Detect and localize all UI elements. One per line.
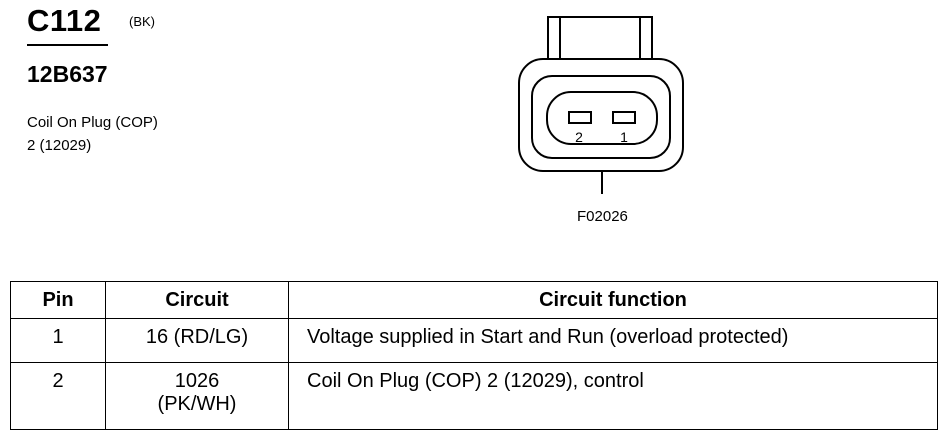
connector-id-underline [27,44,108,46]
connector-face-diagram: 2 1 [518,16,684,194]
connector-color-code: (BK) [129,14,155,29]
connector-id: C112 [27,3,102,38]
connector-description-line1: Coil On Plug (COP) [27,114,158,131]
part-number: 12B637 [27,61,108,87]
circuit-line1: 1026 [174,370,220,392]
circuit-line1: 16 (RD/LG) [145,326,249,348]
connector-housing-inner [531,75,671,159]
header-circuit: Circuit [105,281,289,319]
terminal-pin-2 [568,111,592,124]
connector-description-line2: 2 (12029) [27,137,92,154]
header-pin: Pin [10,281,106,319]
circuit-function-cell: Coil On Plug (COP) 2 (12029), control [288,362,938,430]
pin-table: Pin Circuit Circuit function 1 16 (RD/LG… [10,281,938,430]
pin-label-1: 1 [620,129,628,145]
table-row: 2 1026 (PK/WH) Coil On Plug (COP) 2 (120… [10,362,938,430]
terminal-face [546,91,658,145]
table-row: 1 16 (RD/LG) Voltage supplied in Start a… [10,318,938,363]
circuit-line2: (PK/WH) [157,393,237,415]
pin-cell: 2 [10,362,106,430]
pin-cell: 1 [10,318,106,363]
pin-label-2: 2 [575,129,583,145]
terminal-pin-1 [612,111,636,124]
circuit-function-cell: Voltage supplied in Start and Run (overl… [288,318,938,363]
header-circuit-function: Circuit function [288,281,938,319]
circuit-cell: 1026 (PK/WH) [105,362,289,430]
figure-id: F02026 [577,208,628,225]
circuit-cell: 16 (RD/LG) [105,318,289,363]
table-header-row: Pin Circuit Circuit function [10,281,938,319]
